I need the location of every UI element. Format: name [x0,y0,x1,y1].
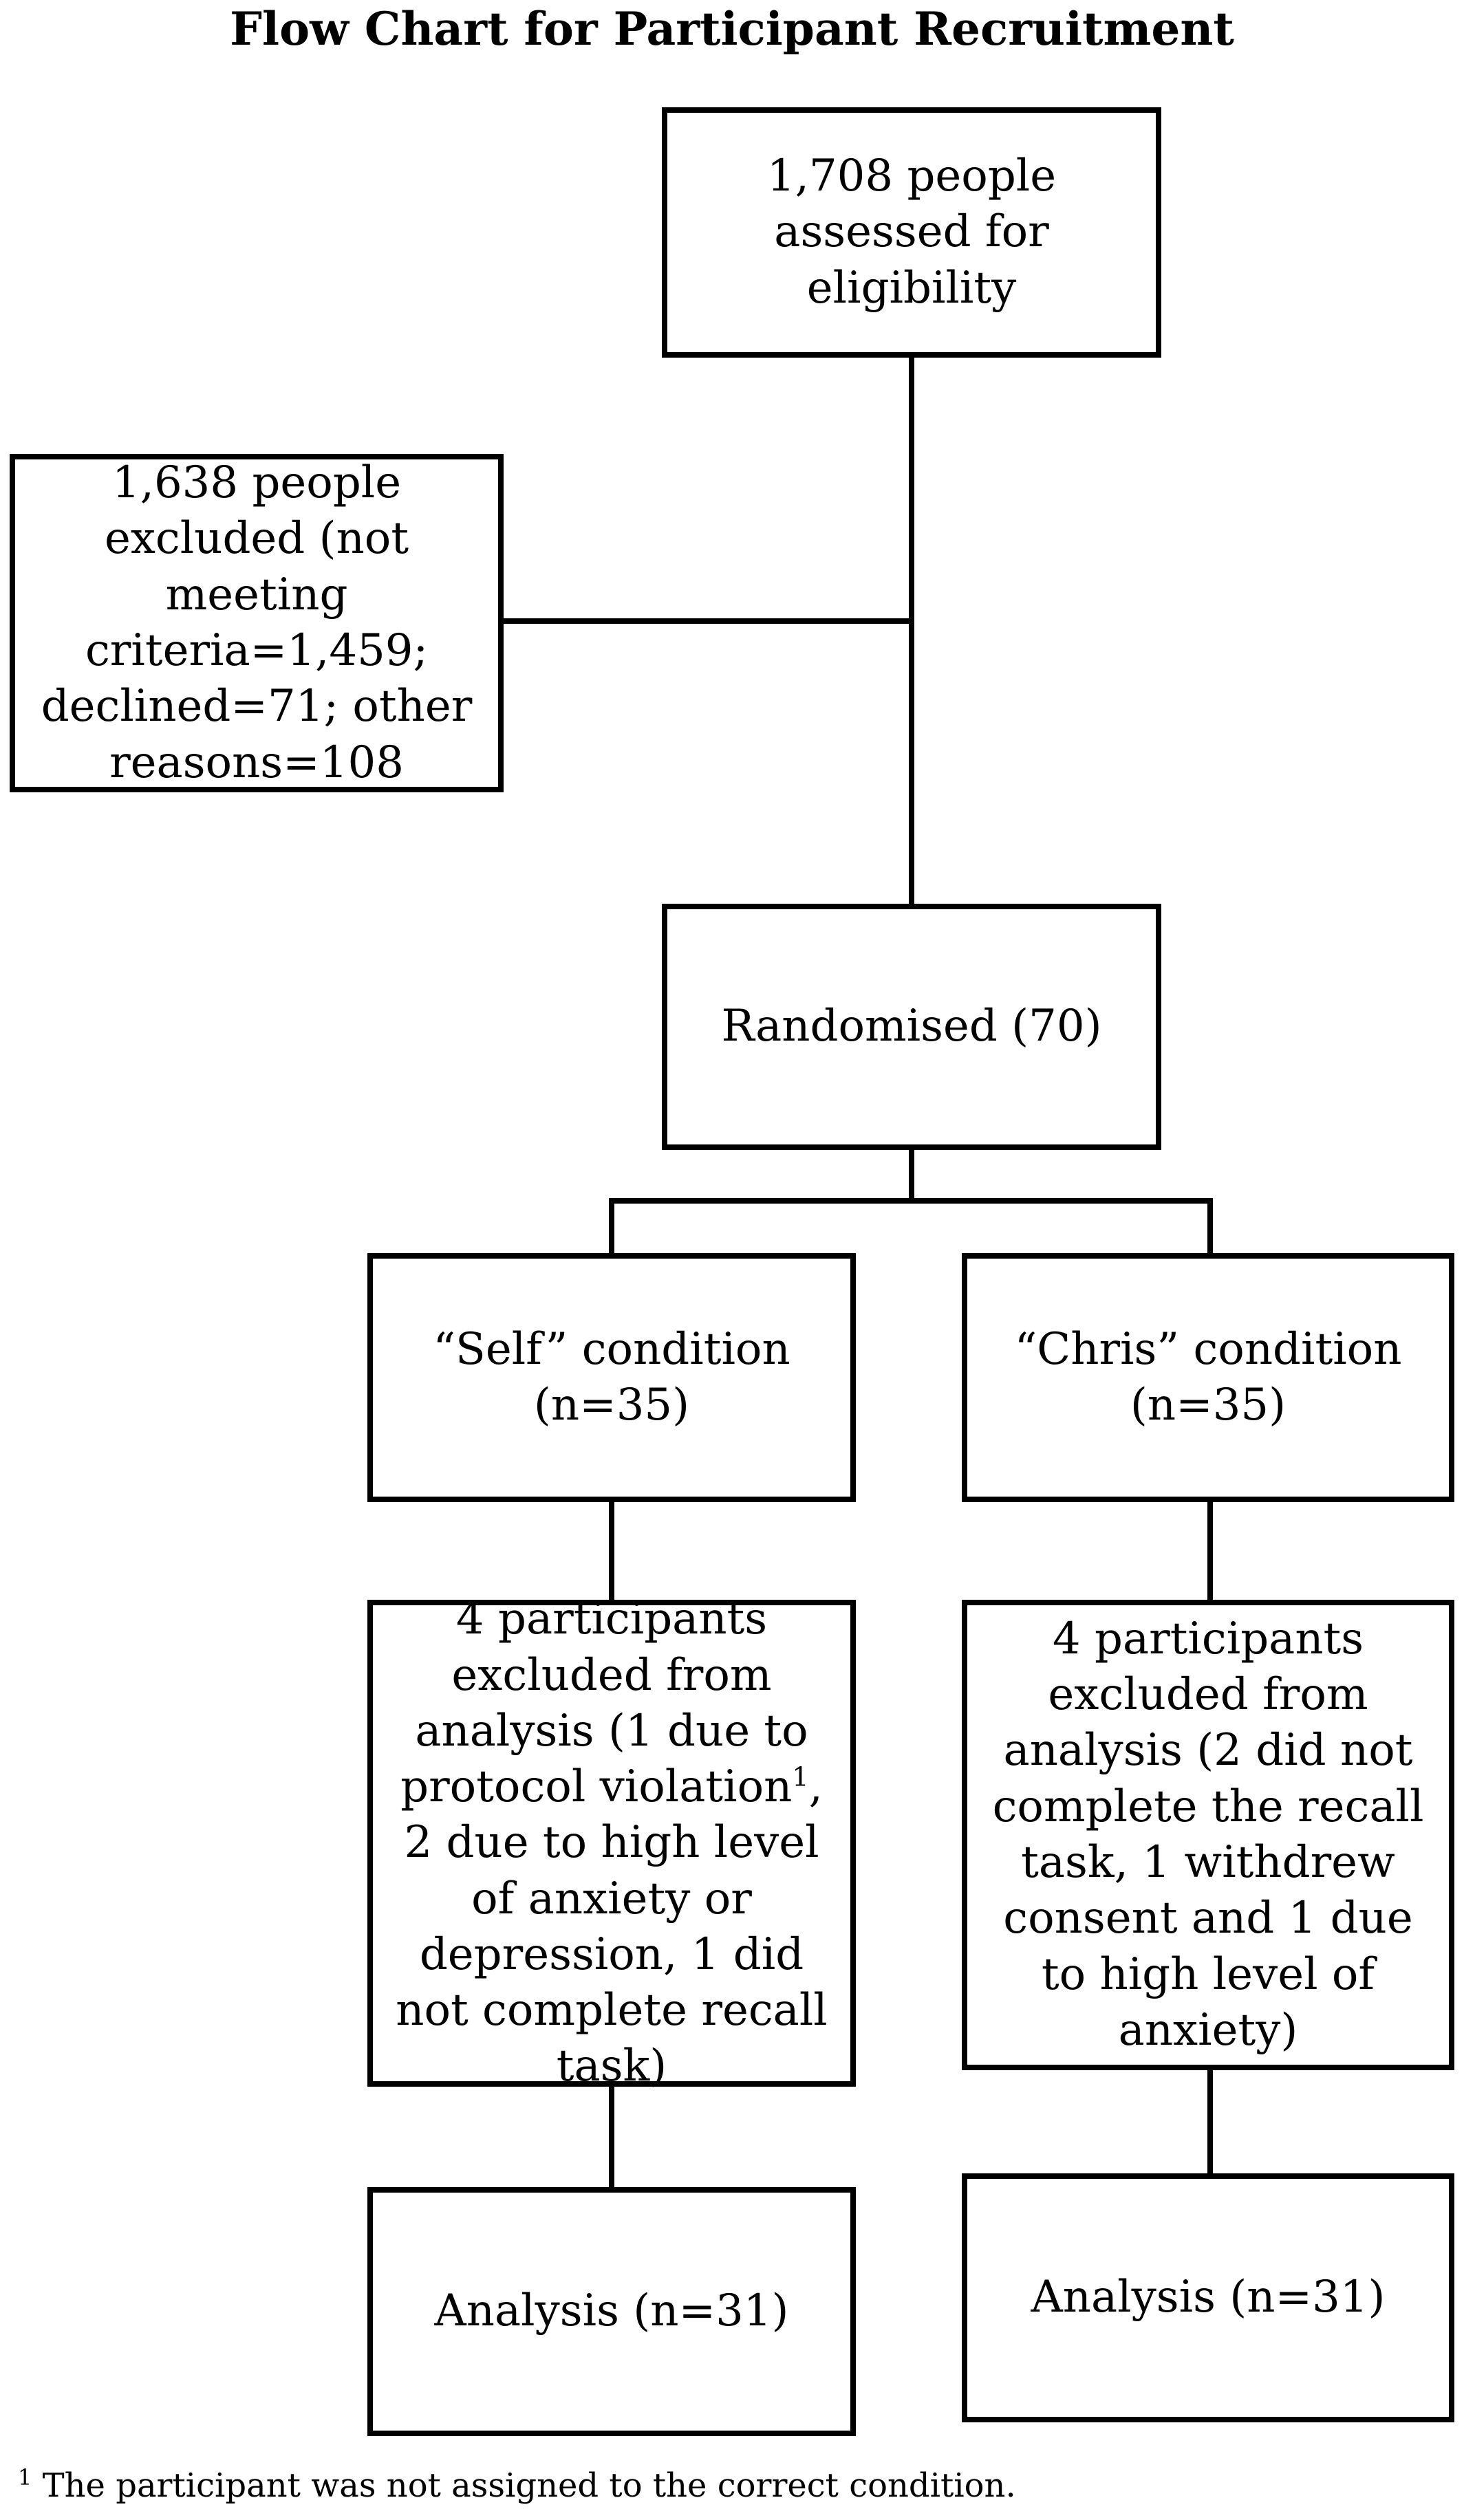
node-self-condition-text: “Self” condition (n=35) [433,1323,790,1431]
node-self-excluded-text-part1: 4 participants excluded from analysis (1… [400,1594,808,1813]
node-chris-excluded-text: 4 participants excluded from analysis (2… [992,1613,1424,2056]
chart-title: Flow Chart for Participant Recruitment [230,2,1234,56]
node-chris-analysis-text: Analysis (n=31) [1031,2272,1386,2323]
node-self-excluded-text: 4 participants excluded from analysis (1… [385,1592,838,2094]
node-randomised-text: Randomised (70) [721,1001,1102,1052]
node-assessed-text: 1,708 people assessed for eligibility [766,151,1057,314]
footnote: 1 The participant was not assigned to th… [18,2464,1449,2508]
node-self-excluded-text-part2: , 2 due to high level of anxiety or depr… [396,1761,828,2092]
node-self-condition: “Self” condition (n=35) [367,1253,856,1502]
footnote-marker: 1 [18,2464,32,2490]
node-chris-condition-text: “Chris” condition (n=35) [1014,1323,1402,1431]
footnote-ref-marker: 1 [792,1761,809,1792]
node-self-analysis-text: Analysis (n=31) [434,2285,789,2337]
node-chris-analysis: Analysis (n=31) [962,2173,1454,2422]
node-chris-condition: “Chris” condition (n=35) [962,1253,1454,1502]
node-self-analysis: Analysis (n=31) [367,2187,856,2436]
node-excluded-text: 1,638 people excluded (not meeting crite… [41,457,473,788]
node-excluded: 1,638 people excluded (not meeting crite… [10,454,504,792]
node-self-excluded: 4 participants excluded from analysis (1… [367,1594,856,2092]
node-chris-excluded: 4 participants excluded from analysis (2… [962,1600,1454,2070]
node-randomised: Randomised (70) [662,904,1161,1150]
node-assessed: 1,708 people assessed for eligibility [662,107,1161,358]
footnote-text: The participant was not assigned to the … [32,2466,1016,2505]
